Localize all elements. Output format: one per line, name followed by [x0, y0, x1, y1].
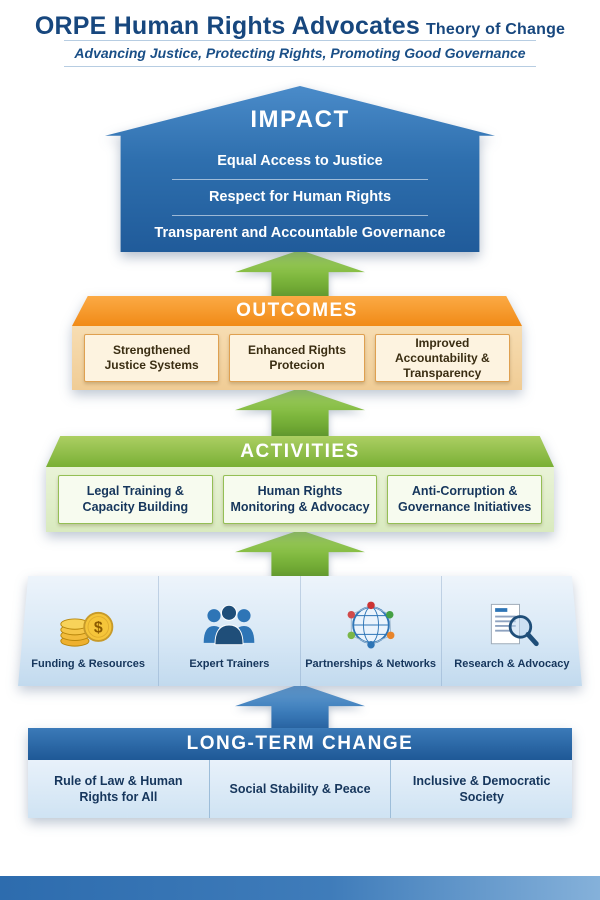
coins-dollar-icon: $	[58, 597, 118, 653]
activities-body: Legal Training & Capacity Building Human…	[46, 467, 554, 532]
impact-item-divider	[172, 215, 428, 216]
impact-item: Transparent and Accountable Governance	[154, 225, 446, 241]
header-divider-bottom	[64, 66, 536, 67]
activity-card: Legal Training & Capacity Building	[58, 475, 213, 524]
longterm-item: Inclusive & Democratic Society	[390, 760, 572, 818]
outcomes-section: OUTCOMES Strengthened Justice Systems En…	[72, 296, 522, 390]
up-arrow-icon	[235, 388, 365, 436]
outcome-card: Improved Accountability & Transparency	[374, 334, 510, 382]
up-arrow-inputs-to-activities	[235, 530, 365, 578]
footer-bar	[0, 876, 600, 900]
input-research-advocacy: Research & Advocacy	[440, 576, 582, 686]
people-icon	[199, 597, 259, 653]
activity-card: Human Rights Monitoring & Advocacy	[222, 475, 378, 524]
svg-text:$: $	[94, 619, 103, 636]
input-label: Partnerships & Networks	[305, 657, 437, 670]
input-label: Research & Advocacy	[454, 657, 570, 670]
up-arrow-icon	[235, 250, 365, 298]
activities-label: ACTIVITIES	[240, 440, 360, 462]
impact-items: Equal Access to Justice Respect for Huma…	[148, 144, 452, 251]
outcomes-label: OUTCOMES	[236, 300, 358, 321]
globe-network-icon	[341, 597, 401, 653]
inputs-band-shape: $ Funding & Resources Expert Tr	[18, 576, 582, 686]
activity-card: Anti-Corruption & Governance Initiatives	[387, 475, 543, 524]
up-arrow-longterm-to-inputs	[235, 684, 365, 732]
up-arrow-activities-to-outcomes	[235, 388, 365, 436]
activities-header: ACTIVITIES	[46, 436, 554, 467]
longterm-item: Social Stability & Peace	[208, 760, 391, 818]
tagline: Advancing Justice, Protecting Rights, Pr…	[74, 45, 526, 61]
impact-arrow-shape: IMPACT Equal Access to Justice Respect f…	[105, 86, 495, 252]
outcomes-header: OUTCOMES	[72, 296, 522, 326]
input-funding-resources: $ Funding & Resources	[18, 576, 158, 686]
activities-section: ACTIVITIES Legal Training & Capacity Bui…	[46, 436, 554, 532]
outcomes-body: Strengthened Justice Systems Enhanced Ri…	[72, 326, 522, 390]
impact-item: Equal Access to Justice	[217, 153, 383, 169]
header: ORPE Human Rights Advocates Theory of Cha…	[0, 12, 600, 41]
outcome-card: Enhanced Rights Protecion	[229, 334, 365, 382]
title-suffix: Theory of Change	[425, 21, 566, 38]
org-name: ORPE Human Rights Advocates	[34, 12, 420, 40]
up-arrow-icon	[235, 530, 365, 578]
page-title: ORPE Human Rights Advocates Theory of Cha…	[0, 12, 600, 41]
longterm-section: LONG-TERM CHANGE Rule of Law & Human Rig…	[28, 728, 572, 818]
impact-section: IMPACT Equal Access to Justice Respect f…	[105, 86, 495, 252]
up-arrow-icon	[235, 684, 365, 732]
longterm-label: LONG-TERM CHANGE	[186, 733, 414, 754]
input-label: Funding & Resources	[31, 657, 145, 670]
longterm-body: Rule of Law & Human Rights for All Socia…	[28, 760, 572, 818]
longterm-item: Rule of Law & Human Rights for All	[54, 773, 183, 804]
input-expert-trainers: Expert Trainers	[158, 576, 299, 686]
input-partnerships-networks: Partnerships & Networks	[299, 576, 441, 686]
input-label: Expert Trainers	[189, 657, 270, 670]
impact-label: IMPACT	[250, 106, 350, 133]
up-arrow-outcomes-to-impact	[235, 250, 365, 298]
inputs-section: $ Funding & Resources Expert Tr	[18, 576, 582, 686]
document-magnifier-icon	[482, 597, 542, 653]
impact-item: Respect for Human Rights	[208, 189, 392, 205]
longterm-banner: LONG-TERM CHANGE	[28, 728, 572, 760]
outcome-card: Strengthened Justice Systems	[84, 334, 220, 382]
impact-item-divider	[172, 179, 428, 180]
header-divider-top	[64, 40, 536, 41]
